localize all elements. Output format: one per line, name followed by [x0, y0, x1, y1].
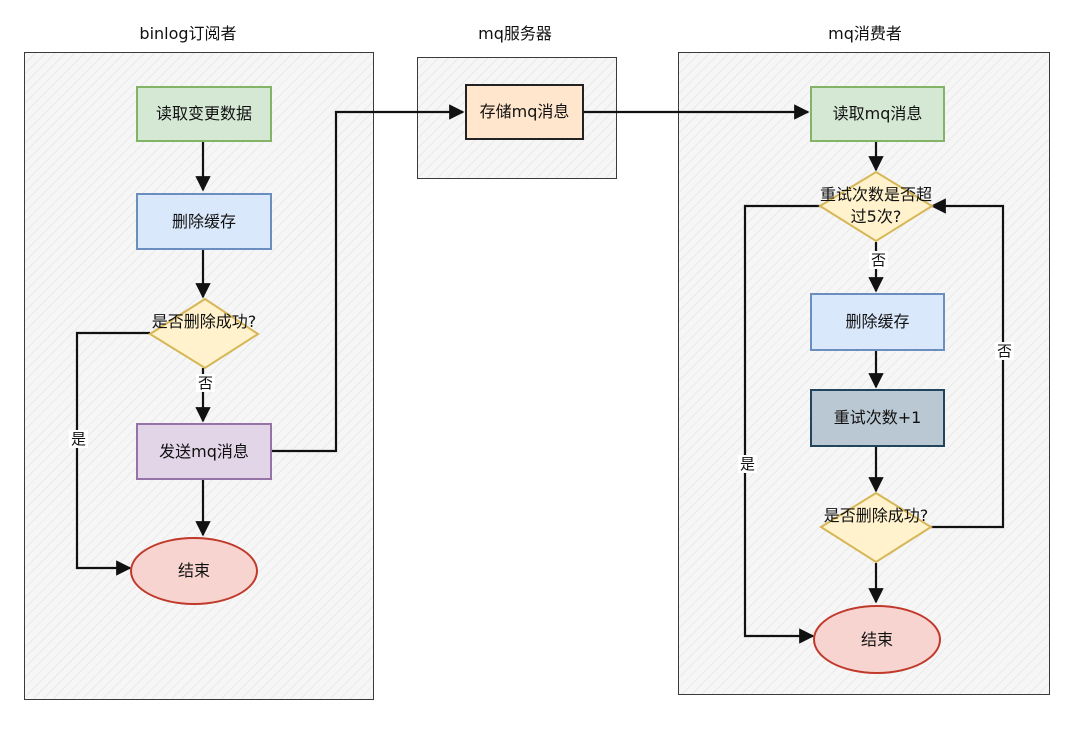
consumer-read-mq-message: 读取mq消息	[810, 86, 945, 142]
edge-retry-check-yes-to-end	[743, 204, 820, 644]
consumer-end-label: 结束	[860, 629, 893, 649]
subscriber-delete-cache: 删除缓存	[136, 193, 272, 250]
consumer-retry-increment-label: 重试次数+1	[833, 408, 922, 427]
consumer-decision-no-label: 否	[995, 342, 1015, 360]
subscriber-decision-no-label: 否	[196, 374, 216, 392]
consumer-read-mq-message-label: 读取mq消息	[832, 104, 923, 123]
subscriber-decision-yes-label: 是	[69, 430, 89, 448]
lane-title-mq-server: mq服务器	[478, 24, 552, 43]
lane-title-binlog-subscriber: binlog订阅者	[139, 24, 237, 43]
mq-store-message: 存储mq消息	[465, 84, 584, 140]
lane-title-mq-consumer: mq消费者	[828, 24, 902, 43]
subscriber-end: 结束	[130, 537, 258, 605]
consumer-retry-yes-label: 是	[738, 455, 758, 473]
consumer-end: 结束	[813, 605, 941, 674]
subscriber-read-change-data-label: 读取变更数据	[155, 104, 252, 123]
consumer-retry-increment: 重试次数+1	[810, 389, 945, 447]
subscriber-read-change-data: 读取变更数据	[136, 86, 272, 142]
consumer-decision-label: 是否删除成功?	[823, 506, 929, 525]
edge-decision-no-to-retry-check	[930, 198, 1005, 529]
mq-store-message-label: 存储mq消息	[479, 102, 570, 121]
subscriber-delete-cache-label: 删除缓存	[171, 211, 236, 231]
subscriber-decision-diamond	[148, 297, 260, 370]
edge-decision-yes-to-end	[75, 331, 150, 576]
consumer-decision-diamond	[819, 491, 933, 564]
subscriber-end-label: 结束	[177, 561, 210, 580]
subscriber-send-mq-message: 发送mq消息	[136, 423, 272, 480]
subscriber-send-mq-message-label: 发送mq消息	[159, 441, 249, 461]
lane-mq-consumer	[678, 52, 1050, 695]
consumer-delete-cache: 删除缓存	[810, 293, 945, 351]
subscriber-decision-label: 是否删除成功?	[151, 312, 257, 331]
consumer-retry-check-label: 重试次数是否超过5次?	[820, 185, 933, 226]
consumer-retry-check-diamond	[818, 170, 934, 243]
edge-send-to-mq-store	[270, 104, 465, 453]
consumer-delete-cache-label: 删除缓存	[845, 312, 910, 331]
consumer-retry-no-label: 否	[869, 251, 889, 269]
